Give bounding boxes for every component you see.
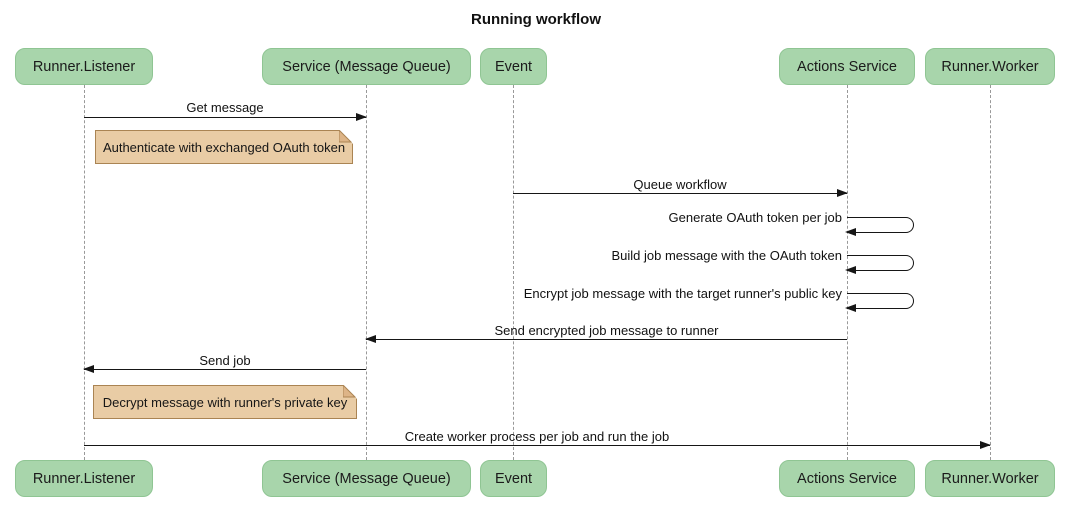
- note-decrypt: Decrypt message with runner's private ke…: [93, 385, 357, 419]
- lifeline-event: [512, 85, 514, 460]
- arrowhead-right-icon: [356, 113, 367, 121]
- diagram-title: Running workflow: [471, 11, 601, 28]
- message-label-send-encrypted: Send encrypted job message to runner: [494, 323, 719, 338]
- note-fold-icon: [343, 385, 357, 399]
- note-fold-icon: [339, 130, 353, 144]
- message-label-build-job-message: Build job message with the OAuth token: [611, 248, 842, 263]
- participant-top-service-mq: Service (Message Queue): [262, 48, 471, 85]
- participant-bottom-event: Event: [480, 460, 547, 497]
- self-loop-build-job-message: [845, 255, 914, 274]
- message-arrow-create-worker: [84, 441, 991, 449]
- arrowhead-left-icon: [845, 266, 856, 274]
- lifeline-service-mq: [365, 85, 367, 460]
- arrowhead-left-icon: [365, 335, 376, 343]
- message-label-encrypt-job-message: Encrypt job message with the target runn…: [523, 286, 842, 301]
- message-label-create-worker: Create worker process per job and run th…: [404, 429, 670, 444]
- lifeline-runner-worker: [989, 85, 991, 460]
- arrowhead-right-icon: [837, 189, 848, 197]
- participant-top-actions-service: Actions Service: [779, 48, 915, 85]
- note-decrypt-text: Decrypt message with runner's private ke…: [102, 394, 348, 410]
- arrowhead-left-icon: [845, 228, 856, 236]
- note-authenticate-text: Authenticate with exchanged OAuth token: [102, 139, 346, 155]
- self-loop-generate-token: [845, 217, 914, 236]
- note-authenticate: Authenticate with exchanged OAuth token: [95, 130, 353, 164]
- participant-top-runner-listener: Runner.Listener: [15, 48, 153, 85]
- participant-bottom-actions-service: Actions Service: [779, 460, 915, 497]
- participant-top-runner-worker: Runner.Worker: [925, 48, 1055, 85]
- lifeline-runner-listener: [83, 85, 85, 460]
- self-loop-encrypt-job-message: [845, 293, 914, 312]
- message-label-queue-workflow: Queue workflow: [633, 177, 727, 192]
- message-arrow-queue-workflow: [513, 189, 848, 197]
- message-arrow-send-encrypted: [365, 335, 847, 343]
- message-label-generate-token: Generate OAuth token per job: [668, 210, 842, 225]
- participant-bottom-runner-listener: Runner.Listener: [15, 460, 153, 497]
- participant-top-event: Event: [480, 48, 547, 85]
- message-arrow-get-message: [84, 113, 367, 121]
- message-label-send-job: Send job: [199, 353, 251, 368]
- arrowhead-left-icon: [845, 304, 856, 312]
- participant-bottom-runner-worker: Runner.Worker: [925, 460, 1055, 497]
- message-arrow-send-job: [83, 365, 366, 373]
- message-label-get-message: Get message: [186, 100, 264, 115]
- arrowhead-right-icon: [980, 441, 991, 449]
- participant-bottom-service-mq: Service (Message Queue): [262, 460, 471, 497]
- arrowhead-left-icon: [83, 365, 94, 373]
